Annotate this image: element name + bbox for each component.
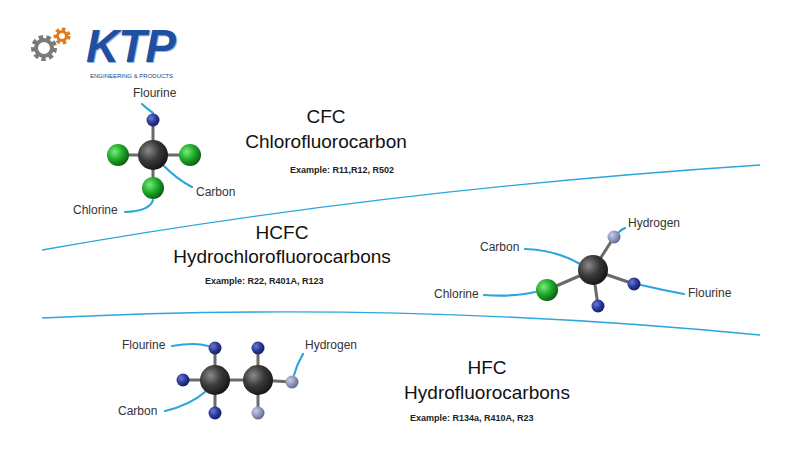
atom-label: Chlorine: [73, 204, 118, 218]
section-divider: [42, 165, 760, 250]
section-divider: [42, 312, 760, 335]
carbon-atom: [200, 365, 230, 395]
fluorine-atom: [628, 278, 641, 291]
atom-label: Hydrogen: [628, 217, 680, 231]
fluorine-atom: [592, 300, 605, 313]
leader-line: [618, 228, 625, 233]
chlorine-atom: [179, 144, 201, 166]
leader-line: [125, 200, 153, 212]
section-heading: HCFC: [256, 222, 309, 244]
leader-line: [641, 285, 684, 294]
gear-teeth: [34, 38, 54, 58]
example-note: Example: R22, R401A, R123: [205, 276, 324, 286]
bonds: [118, 120, 634, 413]
fluorine-atom: [147, 114, 160, 127]
carbon-atom: [243, 365, 273, 395]
logo-subtitle: ENGINEERING & PRODUCTS: [90, 73, 173, 80]
section-heading: CFC: [306, 106, 345, 128]
fluorine-atom: [252, 342, 265, 355]
chlorine-atom: [107, 144, 129, 166]
leader-line: [172, 344, 208, 346]
atom-label: Hydrogen: [305, 339, 357, 353]
logo-text: KTP: [86, 20, 175, 73]
chlorine-atom: [536, 279, 558, 301]
atom-label: Flourine: [122, 339, 165, 353]
logo-gears: [34, 30, 68, 58]
carbon-atom: [578, 255, 608, 285]
atom-label: Carbon: [480, 241, 519, 255]
atom-label: Flourine: [688, 287, 731, 301]
gear-ring: [36, 40, 52, 56]
leader-line: [142, 104, 153, 113]
atom-label: Chlorine: [434, 288, 479, 302]
section-heading: HFC: [467, 357, 506, 379]
section-heading: Hydrochlorofluorocarbons: [173, 246, 391, 268]
gear-ring: [58, 32, 67, 41]
leader-lines: [125, 104, 684, 411]
hydrogen-atom: [286, 376, 299, 389]
section-heading: Chlorofluorocarbon: [245, 131, 407, 153]
example-note: Example: R134a, R410A, R23: [410, 413, 534, 423]
atom-label: Carbon: [118, 405, 157, 419]
section-heading: Hydrofluorocarbons: [404, 382, 570, 404]
hydrogen-atom: [608, 231, 621, 244]
leader-line: [484, 292, 535, 296]
atom-label: Flourine: [133, 87, 176, 101]
atom-label: Carbon: [196, 186, 235, 200]
example-note: Example: R11,R12, R502: [290, 165, 394, 175]
chlorine-atom: [142, 177, 164, 199]
leader-line: [165, 392, 205, 411]
hydrogen-atom: [252, 407, 265, 420]
leader-line: [294, 354, 303, 375]
leader-line: [164, 166, 192, 187]
leader-line: [525, 249, 580, 264]
fluorine-atom: [209, 342, 222, 355]
fluorine-atom: [177, 374, 190, 387]
carbon-atom: [138, 140, 168, 170]
gear-teeth: [56, 30, 68, 42]
fluorine-atom: [209, 407, 222, 420]
